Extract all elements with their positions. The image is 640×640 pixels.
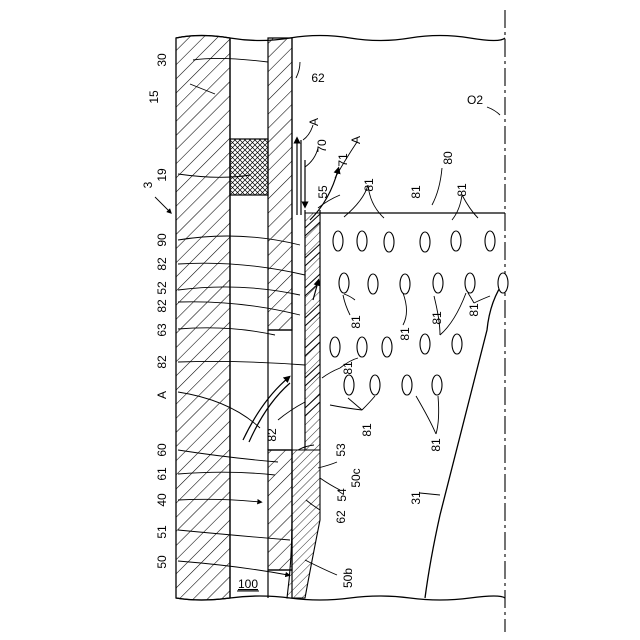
label-50c: 50c (349, 468, 363, 487)
label-82-c: 82 (155, 355, 169, 369)
label-a-top-1: A (307, 118, 321, 126)
label-50: 50 (155, 555, 169, 569)
outer-wall-15 (176, 36, 230, 601)
label-55: 55 (316, 185, 330, 199)
seal-50c (287, 450, 320, 598)
label-40: 40 (155, 493, 169, 507)
label-81-f: 81 (430, 311, 444, 325)
label-a-top-2: A (349, 136, 363, 144)
label-100: 100 (238, 577, 258, 591)
label-90: 90 (155, 233, 169, 247)
label-71: 71 (336, 153, 350, 167)
label-81-b: 81 (409, 185, 423, 199)
label-3: 3 (141, 181, 155, 188)
label-82-b: 82 (155, 299, 169, 313)
label-82-a: 82 (155, 257, 169, 271)
label-80: 80 (441, 151, 455, 165)
label-53: 53 (334, 443, 348, 457)
label-31: 31 (409, 491, 423, 505)
cooling-holes-81 (330, 231, 508, 395)
label-81-g: 81 (467, 303, 481, 317)
label-60: 60 (155, 443, 169, 457)
label-82-d: 82 (265, 428, 279, 442)
block-19 (230, 139, 268, 195)
label-62-top: 62 (311, 71, 325, 85)
label-62-low: 62 (334, 510, 348, 524)
label-70: 70 (315, 139, 329, 153)
label-81-h: 81 (341, 361, 355, 375)
label-52: 52 (155, 281, 169, 295)
label-81-e: 81 (398, 327, 412, 341)
label-81-d: 81 (349, 315, 363, 329)
label-51: 51 (155, 525, 169, 539)
label-30: 30 (155, 53, 169, 67)
label-a-left: A (155, 391, 169, 399)
wall-30 (268, 38, 292, 570)
liner-strip-52 (305, 213, 320, 450)
label-15: 15 (147, 90, 161, 104)
label-81-j: 81 (429, 438, 443, 452)
label-63: 63 (155, 323, 169, 337)
label-54: 54 (335, 488, 349, 502)
label-50b: 50b (341, 568, 355, 588)
label-81-i: 81 (360, 423, 374, 437)
label-o2: O2 (467, 93, 483, 107)
label-61: 61 (155, 467, 169, 481)
label-19: 19 (155, 168, 169, 182)
label-81-c: 81 (455, 183, 469, 197)
label-81-a: 81 (362, 178, 376, 192)
